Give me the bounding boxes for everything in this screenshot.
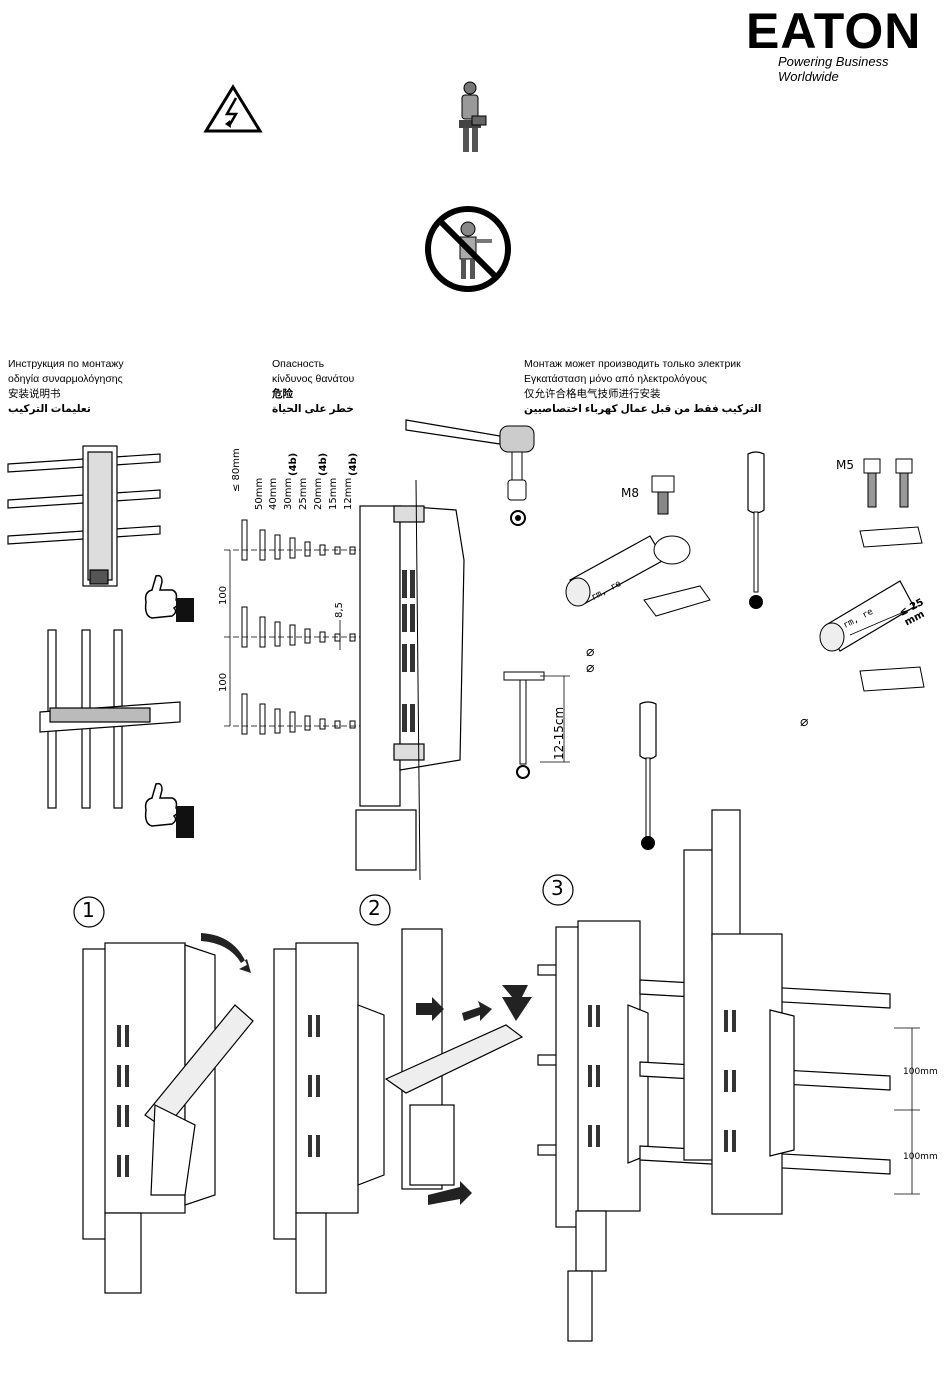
diameter-symbol: ⌀: [800, 714, 809, 730]
electrician-only-zh: 仅允许合格电气技师进行安装: [524, 388, 661, 400]
m8-label: M8: [621, 486, 639, 500]
danger-ru: Опасность: [272, 358, 325, 370]
note-4b: (4b): [318, 452, 329, 476]
danger-ar: خطر على الحياة: [272, 403, 354, 415]
step-2-badge: [359, 894, 391, 926]
danger-column: Опасность κίνδυνος θανάτου 危险 خطر على ال…: [272, 357, 354, 417]
hex-key-icon: [503, 671, 570, 779]
pitch-a-label: 100mm: [903, 1067, 938, 1077]
step-3-number: 3: [551, 876, 564, 900]
pitch-bottom-label: 100: [218, 672, 229, 692]
electrician-icon: [459, 81, 487, 152]
danger-el: κίνδυνος θανάτου: [272, 373, 355, 385]
note-4b: (4b): [348, 452, 359, 476]
hex-key-depth: 12-15cm: [552, 706, 566, 760]
instructions-zh: 安装说明书: [8, 388, 61, 400]
electrician-only-column: Монтаж может производить только электрик…: [524, 357, 762, 417]
step-3-mounted-drawing: [639, 809, 920, 1215]
thumbs-up-icon: [144, 574, 194, 622]
screwdriver-icon: [639, 701, 657, 850]
instructions-column: Инструкция по монтажу οδηγία συναρμολόγη…: [8, 357, 124, 417]
step-1-number: 1: [82, 898, 95, 922]
electrician-only-ru: Монтаж может производить только электрик: [524, 358, 741, 370]
step-3-badge: [542, 874, 574, 906]
eaton-logo: EATON: [746, 3, 922, 59]
electrician-only-el: Εγκατάσταση μόνο από ηλεκτρολόγους: [524, 373, 707, 385]
eaton-tagline: Powering Business Worldwide: [778, 54, 889, 84]
pitch-b-label: 100mm: [903, 1152, 938, 1162]
step-2-drawing: [273, 928, 532, 1294]
thumbs-up-icon: [144, 782, 194, 838]
pitch-top-label: 100: [218, 585, 229, 605]
diameter-symbol: ⌀: [586, 660, 595, 676]
danger-zh: 危险: [272, 388, 293, 400]
torque-wrench-icon: [405, 419, 535, 526]
instructions-ru: Инструкция по монтажу: [8, 358, 124, 370]
m8-cable-lug: [565, 475, 711, 617]
screwdriver-icon: [747, 451, 765, 609]
offset-label: 8,5: [334, 602, 345, 618]
no-unskilled-person-icon: [425, 206, 511, 292]
high-voltage-warning-icon: [203, 84, 263, 133]
note-4b: (4b): [288, 452, 299, 476]
step-1-drawing: [82, 933, 254, 1294]
orientation-drawings: [7, 445, 181, 809]
m5-label: M5: [836, 458, 854, 472]
busbar-thickness-diagram: [224, 479, 465, 881]
step-1-badge: [73, 896, 105, 928]
diameter-symbol: ⌀: [586, 644, 595, 660]
step-3-switch-drawing: [537, 920, 649, 1342]
electrician-only-ar: التركيب فقط من قبل عمال كهرباء اختصاصيين: [524, 403, 762, 415]
step-2-number: 2: [368, 896, 381, 920]
instructions-ar: تعليمات التركيب: [8, 403, 91, 415]
m5-terminal: [819, 458, 925, 692]
instructions-el: οδηγία συναρμολόγησης: [8, 373, 123, 385]
